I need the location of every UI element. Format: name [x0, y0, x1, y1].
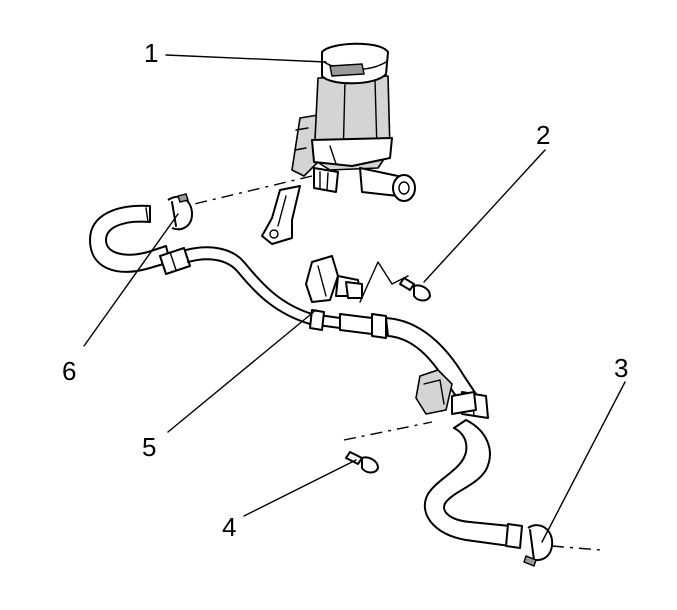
metal-tube-line: [159, 246, 387, 339]
line-bracket: [305, 255, 409, 303]
assembly-line-6: [189, 175, 313, 206]
large-hose: [385, 317, 523, 549]
bolt-2: [399, 277, 431, 302]
return-hose-upper: [89, 204, 171, 273]
assembly-line-3: [551, 545, 601, 551]
callout-5: 5: [142, 432, 157, 462]
bolt-4: [345, 451, 379, 474]
hose-bracket: [415, 369, 477, 415]
callout-1: 1: [144, 38, 159, 68]
clamp-6: [167, 193, 193, 231]
callout-2: 2: [536, 120, 551, 150]
callout-6: 6: [62, 356, 77, 386]
assembly-line-4: [343, 421, 433, 441]
callout-4: 4: [222, 512, 237, 542]
callout-3: 3: [614, 353, 629, 383]
leader-lines: [83, 54, 626, 543]
reservoir: [261, 42, 416, 245]
